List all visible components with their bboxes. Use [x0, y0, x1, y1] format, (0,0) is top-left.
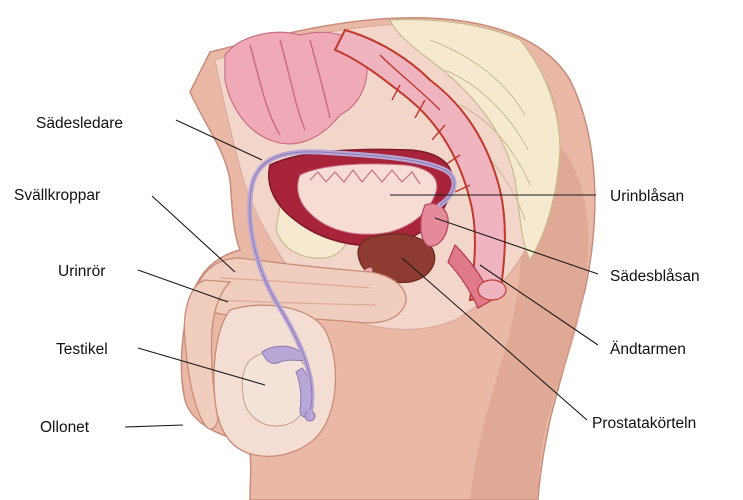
label-urinror: Urinrör: [58, 263, 105, 280]
label-andtarmen: Ändtarmen: [610, 341, 686, 358]
leader-svallkroppar: [152, 196, 235, 272]
label-urinblasan: Urinblåsan: [610, 188, 684, 205]
label-sadesblasan: Sädesblåsan: [610, 268, 700, 285]
label-svallkroppar: Svällkroppar: [14, 187, 100, 204]
label-ollonet: Ollonet: [40, 419, 90, 436]
label-testikel: Testikel: [56, 341, 108, 358]
label-prostatakorteln: Prostatakörteln: [592, 415, 696, 432]
leader-ollonet: [125, 425, 183, 427]
label-sadesledare: Sädesledare: [36, 115, 123, 132]
